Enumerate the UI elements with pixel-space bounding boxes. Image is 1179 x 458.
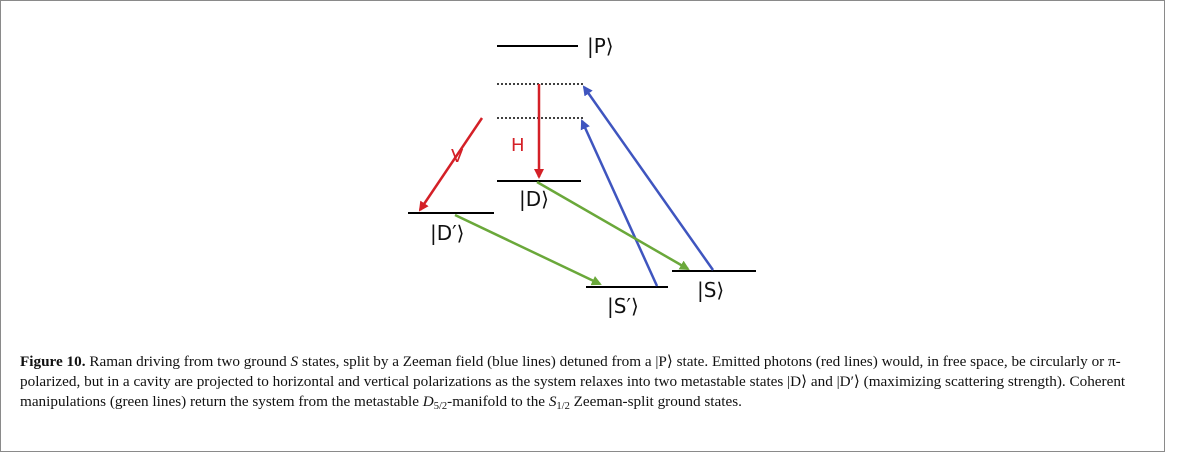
caption-d-subscript: 5/2 (433, 401, 448, 412)
label-s-prime: |S′⟩ (607, 294, 639, 318)
caption-s-subscript: 1/2 (556, 401, 570, 412)
label-d-prime: |D′⟩ (430, 221, 464, 245)
raman-arrow-from-s-prime (580, 119, 659, 287)
caption-d-manifold: D (422, 393, 434, 410)
caption-text-7: Zeeman-split ground states. (569, 393, 742, 410)
caption-d-prime-ket: |D′⟩ (836, 373, 860, 390)
emission-arrow-v (418, 117, 484, 212)
caption-p-ket: |P⟩ (655, 353, 673, 370)
label-d: |D⟩ (519, 187, 549, 211)
level-diagram: |P⟩ |D⟩ |D′⟩ |S′⟩ |S⟩ V H (408, 34, 756, 318)
label-polarization-v: V (451, 146, 464, 167)
caption-text-1: Raman driving from two ground (85, 353, 291, 370)
caption-s: S (290, 353, 299, 370)
coherent-arrow-d-prime-to-s-prime (454, 213, 602, 286)
caption-label: Figure 10. (20, 353, 86, 370)
caption-s-manifold: S (548, 393, 557, 410)
label-p: |P⟩ (587, 34, 614, 58)
label-polarization-h: H (511, 135, 525, 156)
caption-text-3: state. Emitted photons (red lines) would… (20, 353, 1121, 390)
caption-text-5: (maximizing scattering strength). Cohere… (20, 373, 1126, 410)
figure-caption: Figure 10. Raman driving from two ground… (20, 352, 1148, 412)
coherent-arrow-d-to-s (536, 180, 690, 271)
caption-text-4: and (807, 373, 837, 390)
caption-d-ket: |D⟩ (787, 373, 808, 390)
raman-arrow-from-s (582, 85, 715, 271)
figure-frame (0, 0, 1165, 452)
caption-text-6: -manifold to the (447, 393, 549, 410)
caption-text-2: states, split by a Zeeman field (blue li… (298, 353, 656, 370)
label-s: |S⟩ (697, 278, 724, 302)
